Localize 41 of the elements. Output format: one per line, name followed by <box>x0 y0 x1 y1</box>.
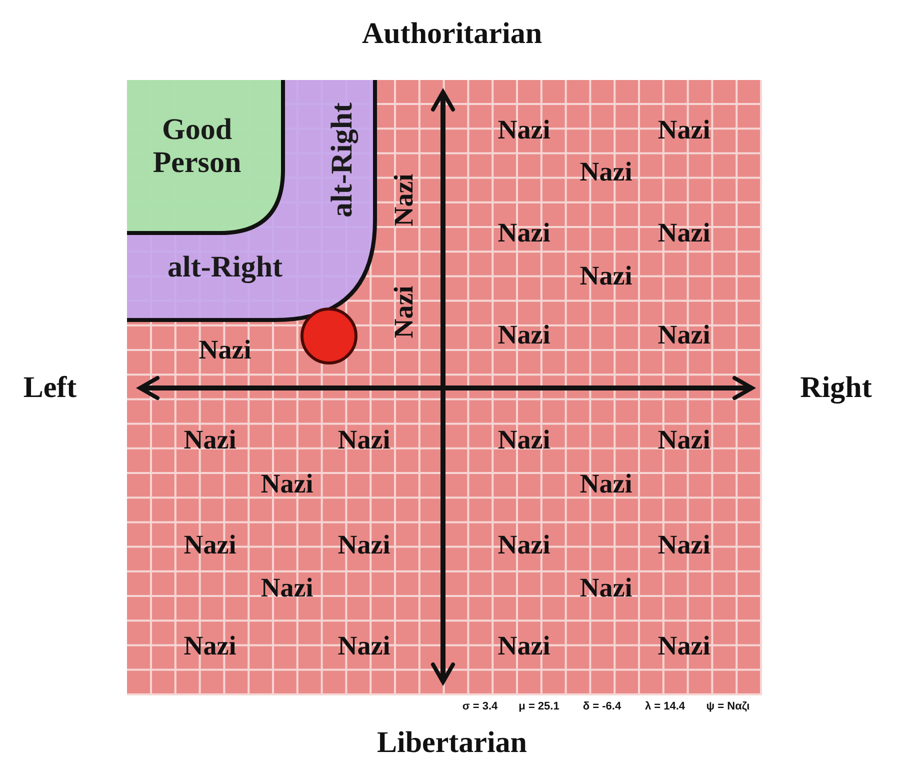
band-shape <box>127 80 375 320</box>
parameter-text: μ = 25.1 <box>518 702 560 712</box>
region-label: Nazi <box>658 116 710 144</box>
region-label: Nazi <box>658 220 710 246</box>
region-label: Nazi <box>390 174 418 226</box>
region-label: Nazi <box>658 426 710 454</box>
region-label: Nazi <box>338 532 390 558</box>
region-label: Nazi <box>580 574 632 602</box>
region-label: Nazi <box>658 322 710 348</box>
axis-label: Left <box>23 373 77 403</box>
region-label: Nazi <box>184 632 236 660</box>
region-label: Nazi <box>498 632 550 660</box>
parameter-text: δ = -6.4 <box>582 702 622 712</box>
region-label: Nazi <box>390 286 418 338</box>
axis-label: Authoritarian <box>362 19 542 49</box>
parameter-text: ψ = Ναζι <box>706 702 750 712</box>
region-label: Nazi <box>580 262 632 290</box>
axis-label: Right <box>800 373 872 403</box>
region-label: Nazi <box>580 470 632 498</box>
region-label: Nazi <box>338 632 390 660</box>
parameter-text: λ = 14.4 <box>644 702 686 712</box>
region-label: Nazi <box>260 574 314 602</box>
region-label: Good Person <box>152 113 242 179</box>
region-shape <box>127 80 283 233</box>
region-label: Nazi <box>498 322 550 348</box>
region-label: Nazi <box>658 632 710 660</box>
region-label: Nazi <box>580 158 632 186</box>
axis-label: Libertarian <box>377 728 527 758</box>
region-label: Nazi <box>498 532 550 558</box>
region-label: Nazi <box>184 532 236 558</box>
region-label: Nazi <box>338 426 390 454</box>
region-label: Nazi <box>498 220 550 246</box>
region-label: Nazi <box>658 532 710 558</box>
region-label: Nazi <box>184 426 236 454</box>
region-label: Nazi <box>260 470 314 498</box>
region-label: alt-Right <box>168 250 282 284</box>
parameter-text: σ = 3.4 <box>462 702 498 712</box>
region-label: Nazi <box>198 336 252 364</box>
region-label: alt-Right <box>326 102 358 218</box>
region-label: Nazi <box>498 116 550 144</box>
region-label: Nazi <box>498 426 550 454</box>
